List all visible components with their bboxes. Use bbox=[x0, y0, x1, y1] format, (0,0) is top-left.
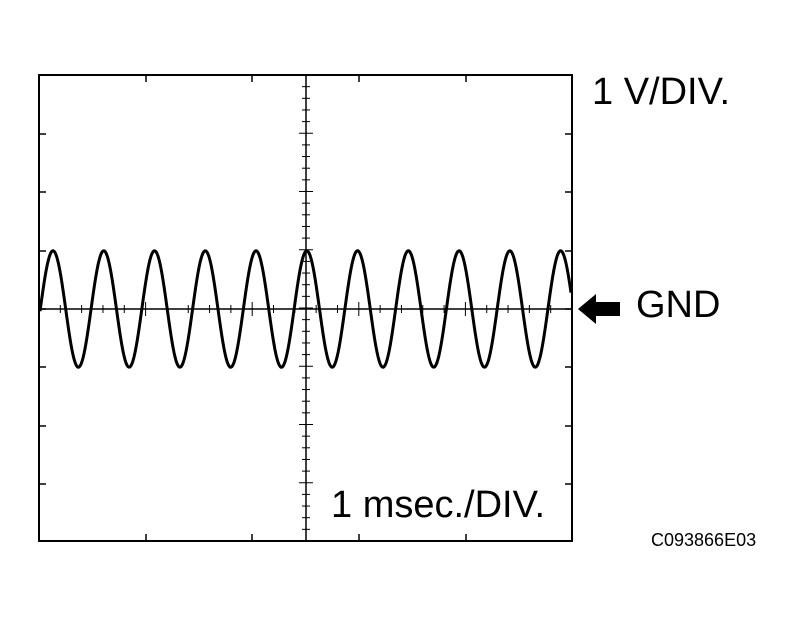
ground-label: GND bbox=[636, 284, 721, 326]
figure-code-label: C093866E03 bbox=[651, 530, 757, 550]
arrow-left-icon bbox=[578, 294, 620, 324]
time-per-division-label: 1 msec./DIV. bbox=[331, 484, 546, 526]
volt-per-division-label: 1 V/DIV. bbox=[592, 71, 731, 113]
waveform-trace bbox=[38, 249, 573, 369]
